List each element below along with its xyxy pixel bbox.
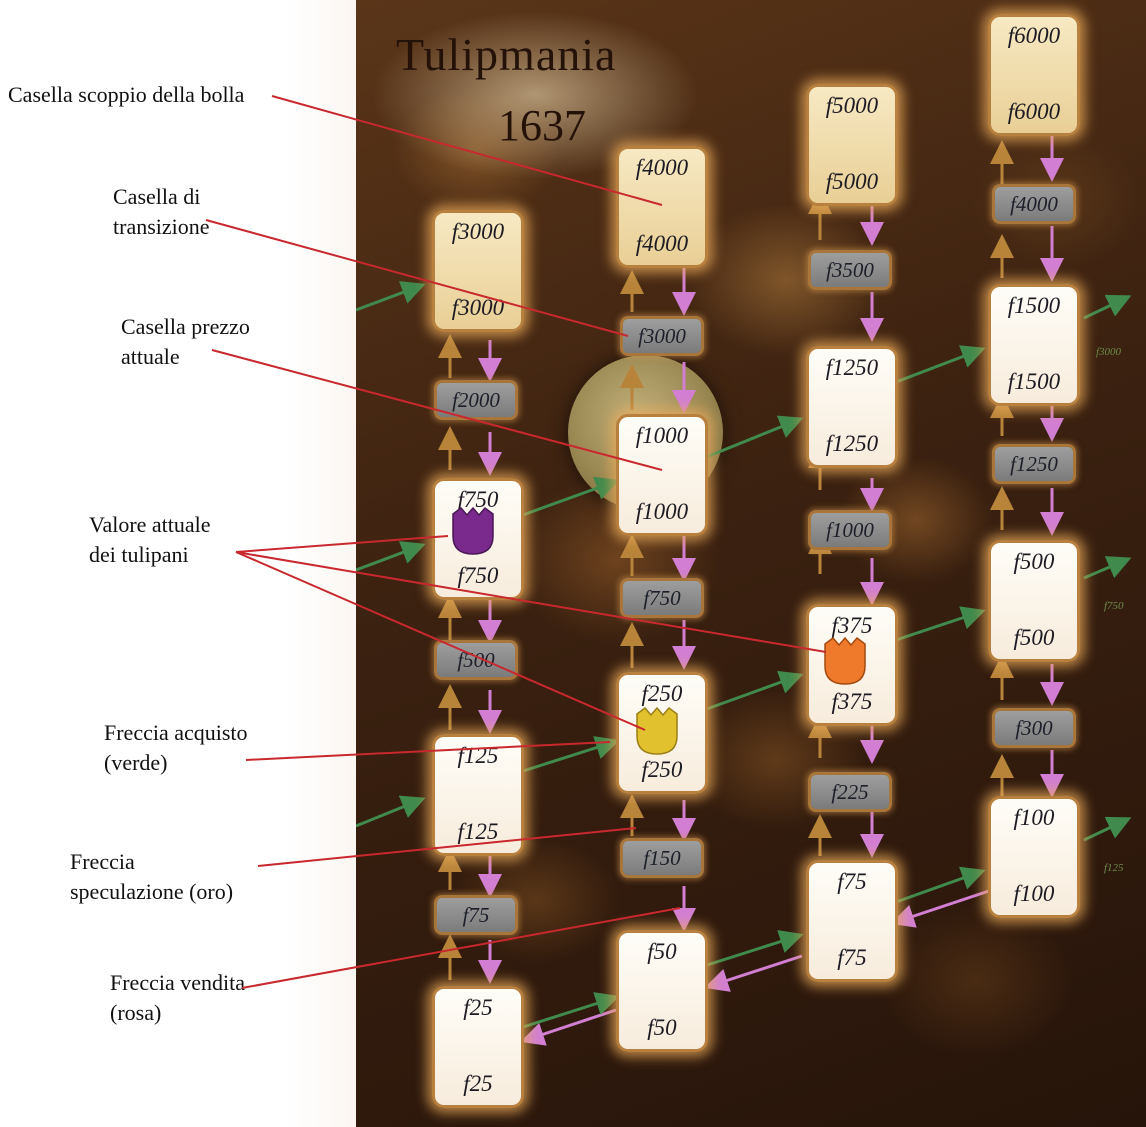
transition-box-f1250: f1250 [992,444,1076,484]
price-bottom: f5000 [825,169,879,194]
price-top: f1500 [1007,293,1061,318]
price-box-f25: f25 f25 [432,986,524,1108]
price-bottom: f3000 [451,295,505,320]
side-label-f125: f125 [1104,862,1124,874]
price-bottom: f750 [457,563,499,588]
price-top: f375 [831,613,873,638]
price-top: f1000 [635,423,689,448]
callout-buy-arrow: Freccia acquisto (verde) [104,718,248,778]
purple-tulip-token [452,506,494,555]
price-top: f100 [1013,805,1055,830]
price-top: f5000 [825,93,879,118]
callout-current-line2: attuale [121,344,180,369]
price-box-f50: f50 f50 [616,930,708,1052]
transition-box-f75: f75 [434,895,518,935]
callout-sell-arrow: Freccia vendita (rosa) [110,968,245,1028]
transition-box-f500: f500 [434,640,518,680]
price-bottom: f375 [831,689,873,714]
side-label-f750: f750 [1104,600,1124,612]
callout-transition: Casella di transizione [113,182,210,242]
price-box-f1250: f1250 f1250 [806,346,898,468]
callout-transition-line2: transizione [113,214,210,239]
price-bottom: f100 [1013,881,1055,906]
transition-box-f750: f750 [620,578,704,618]
price-top: f125 [457,743,499,768]
callout-current-line1: Casella prezzo [121,314,250,339]
price-box-f100: f100 f100 [988,796,1080,918]
callout-transition-line1: Casella di [113,184,201,209]
transition-box-f150: f150 [620,838,704,878]
price-top: f750 [457,487,499,512]
transition-box-f225: f225 [808,772,892,812]
callout-spec-line1: Freccia [70,849,135,874]
price-bottom: f500 [1013,625,1055,650]
price-bottom: f75 [837,945,867,970]
price-box-f1500: f1500 f1500 [988,284,1080,406]
price-bottom: f1250 [825,431,879,456]
callout-current-price: Casella prezzo attuale [121,312,250,372]
transition-box-f4000: f4000 [992,184,1076,224]
price-box-f1000: f1000 f1000 [616,414,708,536]
price-top: f500 [1013,549,1055,574]
price-bottom: f1000 [635,499,689,524]
price-bottom: f250 [641,757,683,782]
game-board: Tulipmania 1637 [356,0,1146,1127]
bubble-box-f4000: f4000 f4000 [616,146,708,268]
callout-spec-line2: speculazione (oro) [70,879,234,904]
callout-bubble-burst: Casella scoppio della bolla [8,80,244,110]
price-top: f75 [837,869,867,894]
price-box-f500: f500 f500 [988,540,1080,662]
price-box-f125: f125 f125 [432,734,524,856]
price-bottom: f25 [463,1071,493,1096]
bubble-box-f5000: f5000 f5000 [806,84,898,206]
price-top: f1250 [825,355,879,380]
price-box-f75: f75 f75 [806,860,898,982]
side-label-f3000: f3000 [1096,346,1122,358]
callout-speculation-arrow: Freccia speculazione (oro) [70,847,233,907]
price-bottom: f50 [647,1015,677,1040]
yellow-tulip-token [636,706,678,755]
callout-tulip-value: Valore attuale dei tulipani [89,510,211,570]
transition-box-f3000: f3000 [620,316,704,356]
price-bottom: f6000 [1007,99,1061,124]
transition-box-f1000: f1000 [808,510,892,550]
price-top: f6000 [1007,23,1061,48]
price-bottom: f4000 [635,231,689,256]
bubble-box-f6000: f6000 f6000 [988,14,1080,136]
sell-arrows [478,130,1064,1046]
price-top: f250 [641,681,683,706]
callout-buy-line1: Freccia acquisto [104,720,248,745]
callout-buy-line2: (verde) [104,750,168,775]
callout-value-line2: dei tulipani [89,542,189,567]
board-title: Tulipmania [396,29,617,80]
transition-box-f3500: f3500 [808,250,892,290]
price-top: f4000 [635,155,689,180]
price-bottom: f1500 [1007,369,1061,394]
callout-value-line1: Valore attuale [89,512,211,537]
transition-box-f300: f300 [992,708,1076,748]
price-top: f25 [463,995,493,1020]
orange-tulip-token [824,636,866,685]
transition-box-f2000: f2000 [434,380,518,420]
price-bottom: f125 [457,819,499,844]
price-top: f50 [647,939,677,964]
bubble-box-f3000: f3000 f3000 [432,210,524,332]
price-top: f3000 [451,219,505,244]
callout-sell-line2: (rosa) [110,1000,162,1025]
speculation-arrows [438,140,1014,980]
callout-bubble-text: Casella scoppio della bolla [8,82,245,107]
callout-sell-line1: Freccia vendita [110,970,245,995]
